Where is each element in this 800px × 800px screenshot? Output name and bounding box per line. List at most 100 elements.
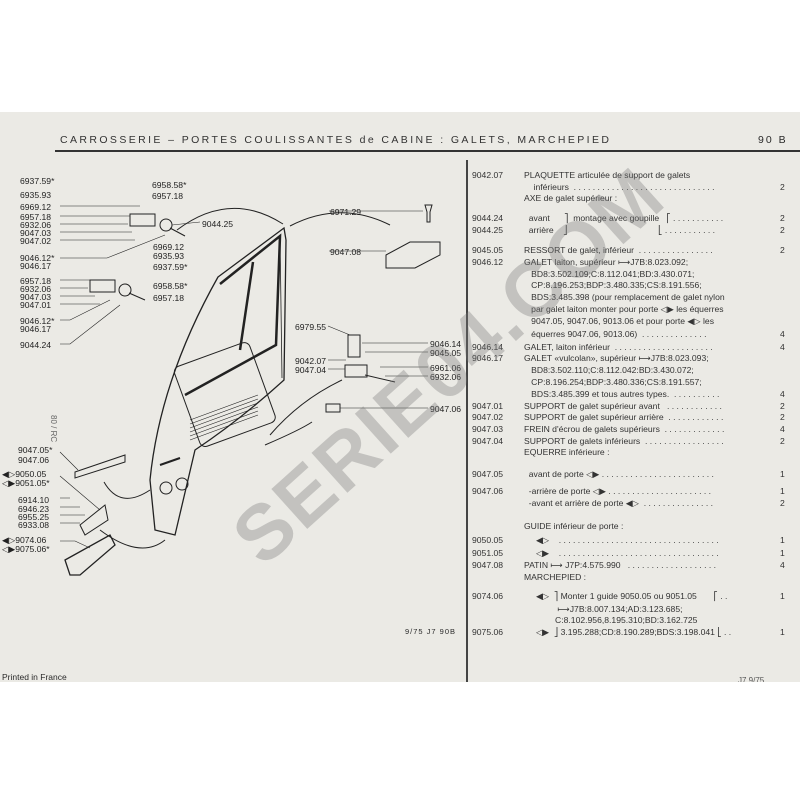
part-number: 9047.02 xyxy=(472,412,504,422)
part-description: inférieurs . . . . . . . . . . . . . . .… xyxy=(524,182,715,192)
diagram-callout: 6958.58* xyxy=(153,281,188,291)
diagram-callout: 9044.24 xyxy=(20,340,52,350)
part-description: EQUERRE inférieure : xyxy=(524,447,610,457)
part-number: 9050.05 xyxy=(472,535,504,545)
page-reference: 9/75 J7 90B xyxy=(405,627,457,636)
part-number: 9051.05 xyxy=(472,548,504,558)
part-description: ◀▷ . . . . . . . . . . . . . . . . . . .… xyxy=(524,535,719,545)
part-description: GALET laiton, supérieur ⟼J7B:8.023.092; xyxy=(524,257,689,267)
part-description: -avant et arrière de porte ◀▷ . . . . . … xyxy=(524,498,713,508)
diagram-callout: 6957.18 xyxy=(152,191,184,201)
diagram-callout: 6969.12 xyxy=(20,202,52,212)
part-description: GALET, laiton inférieur . . . . . . . . … xyxy=(524,342,713,352)
diagram-callout: 9046.17 xyxy=(20,261,52,271)
exploded-diagram xyxy=(59,204,441,576)
part-description: par galet laiton monter pour porte ◁▶ le… xyxy=(524,304,724,314)
diagram-callout: 6957.18 xyxy=(153,293,185,303)
diagram-callout: 6937.59* xyxy=(153,262,188,272)
window-frame xyxy=(184,233,282,397)
part-description: FREIN d'écrou de galets supérieurs . . .… xyxy=(524,424,725,434)
part-description: avant de porte ◁▶ . . . . . . . . . . . … xyxy=(524,469,714,479)
diagram-callout: 6946.23 xyxy=(18,504,50,514)
diagram-callout: ◀▷9074.06 xyxy=(2,535,47,545)
part-quantity: 2 xyxy=(780,436,785,446)
diagram-callout: 9047.03 xyxy=(20,228,52,238)
part-description: équerres 9047.06, 9013.06) . . . . . . .… xyxy=(524,329,707,339)
diagram-callout: 6969.12 xyxy=(153,242,185,252)
part-number: 9046.12 xyxy=(472,257,504,267)
part-quantity: 4 xyxy=(780,329,785,339)
part-number: 9047.01 xyxy=(472,401,504,411)
part-number: 9047.06 xyxy=(472,486,504,496)
part-quantity: 1 xyxy=(780,535,785,545)
part-description: CP:8.196.253;BDP:3.480.335;CS:8.191.556; xyxy=(524,280,702,290)
catalog-page xyxy=(0,112,800,682)
part-description: AXE de galet supérieur : xyxy=(524,193,618,203)
diagram-callout: 9045.05 xyxy=(430,348,462,358)
part-description: BD8:3.502.110;C:8.112.042:BD:3.430.072; xyxy=(524,365,694,375)
part-quantity: 2 xyxy=(780,245,785,255)
part-description: GUIDE inférieur de porte : xyxy=(524,521,624,531)
footer-reference: J7 9/75 xyxy=(738,676,765,682)
part-description: 9047.05, 9047.06, 9013.06 et pour porte … xyxy=(524,316,715,326)
part-description: SUPPORT de galets inférieurs . . . . . .… xyxy=(524,436,724,446)
diagram-callout: 9044.25 xyxy=(202,219,234,229)
diagram-callout: 9042.07 xyxy=(295,356,327,366)
part-description: BDS:3.485.398 (pour remplacement de gale… xyxy=(524,292,725,302)
part-description: CP:8.196.254;BDP:3.480.336;CS:8.191.557; xyxy=(524,377,702,387)
part-quantity: 1 xyxy=(780,486,785,496)
part-number: 9075.06 xyxy=(472,627,504,637)
diagram-callout: 9047.08 xyxy=(330,247,362,257)
part-description: SUPPORT de galet supérieur arrière . . .… xyxy=(524,412,724,422)
part-description: PATIN ⟼ J7P:4.575.990 . . . . . . . . . … xyxy=(524,560,717,570)
column-divider xyxy=(466,160,468,682)
part-description: ◀▷ ⎤ Monter 1 guide 9050.05 ou 9051.05 ⎡… xyxy=(524,591,728,601)
part-quantity: 2 xyxy=(780,225,785,235)
page-number: 90 B xyxy=(758,134,788,146)
diagram-callout: 6955.25 xyxy=(18,512,50,522)
diagram-callout: 6935.93 xyxy=(20,190,52,200)
diagram-callout: 6933.08 xyxy=(18,520,50,530)
part-number: 9044.25 xyxy=(472,225,504,235)
part-number: 9047.04 xyxy=(472,436,504,446)
diagram-callout: 9047.02 xyxy=(20,236,52,246)
door-outline xyxy=(149,226,287,536)
diagram-callout: 9047.06 xyxy=(430,404,462,414)
part-number: 9046.14 xyxy=(472,342,504,352)
part-description: ◁▶ . . . . . . . . . . . . . . . . . . .… xyxy=(524,548,719,558)
part-quantity: 4 xyxy=(780,424,785,434)
part-quantity: 2 xyxy=(780,412,785,422)
diagram-callout: 6957.18 xyxy=(20,276,52,286)
part-quantity: 2 xyxy=(780,213,785,223)
part-number: 9047.05 xyxy=(472,469,504,479)
diagram-callout: 6971.29 xyxy=(330,207,362,217)
part-description: MARCHEPIED : xyxy=(524,572,587,582)
part-quantity: 2 xyxy=(780,498,785,508)
part-description: SUPPORT de galet supérieur avant . . . .… xyxy=(524,401,722,411)
diagram-callout: 6932.06 xyxy=(430,372,462,382)
diagram-callout: ◀▷9050.05 xyxy=(2,469,47,479)
part-description: BD8:3.502.109;C:8.112.041;BD:3.430.071; xyxy=(524,269,695,279)
diagram-callout: 6979.55 xyxy=(295,322,327,332)
part-description: arrière ⎦ ⎣ . . . . . . . . . . . xyxy=(524,225,716,235)
diagram-callout: 9046.14 xyxy=(430,339,462,349)
diagram-callout: 9047.06 xyxy=(18,455,50,465)
diagram-callout: 6914.10 xyxy=(18,495,50,505)
part-quantity: 4 xyxy=(780,389,785,399)
part-description: RESSORT de galet, inférieur . . . . . . … xyxy=(524,245,713,255)
part-quantity: 1 xyxy=(780,548,785,558)
part-quantity: 2 xyxy=(780,401,785,411)
diagram-callout: 9046.12* xyxy=(20,253,55,263)
part-number: 9046.17 xyxy=(472,353,504,363)
part-description: C:8.102.956,8.195.310;BD:3.162.725 xyxy=(524,615,698,625)
diagram-callout: 9047.04 xyxy=(295,365,327,375)
diagram-callout: 9046.12* xyxy=(20,316,55,326)
page-title: CARROSSERIE – PORTES COULISSANTES de CAB… xyxy=(60,134,612,146)
header-rule xyxy=(55,150,800,152)
part-description: PLAQUETTE articulée de support de galets xyxy=(524,170,691,180)
part-quantity: 1 xyxy=(780,469,785,479)
part-description: -arrière de porte ◁▶ . . . . . . . . . .… xyxy=(524,486,712,496)
diagram-callout: 9046.17 xyxy=(20,324,52,334)
part-quantity: 1 xyxy=(780,627,785,637)
diagram-callout: 6961.06 xyxy=(430,363,462,373)
